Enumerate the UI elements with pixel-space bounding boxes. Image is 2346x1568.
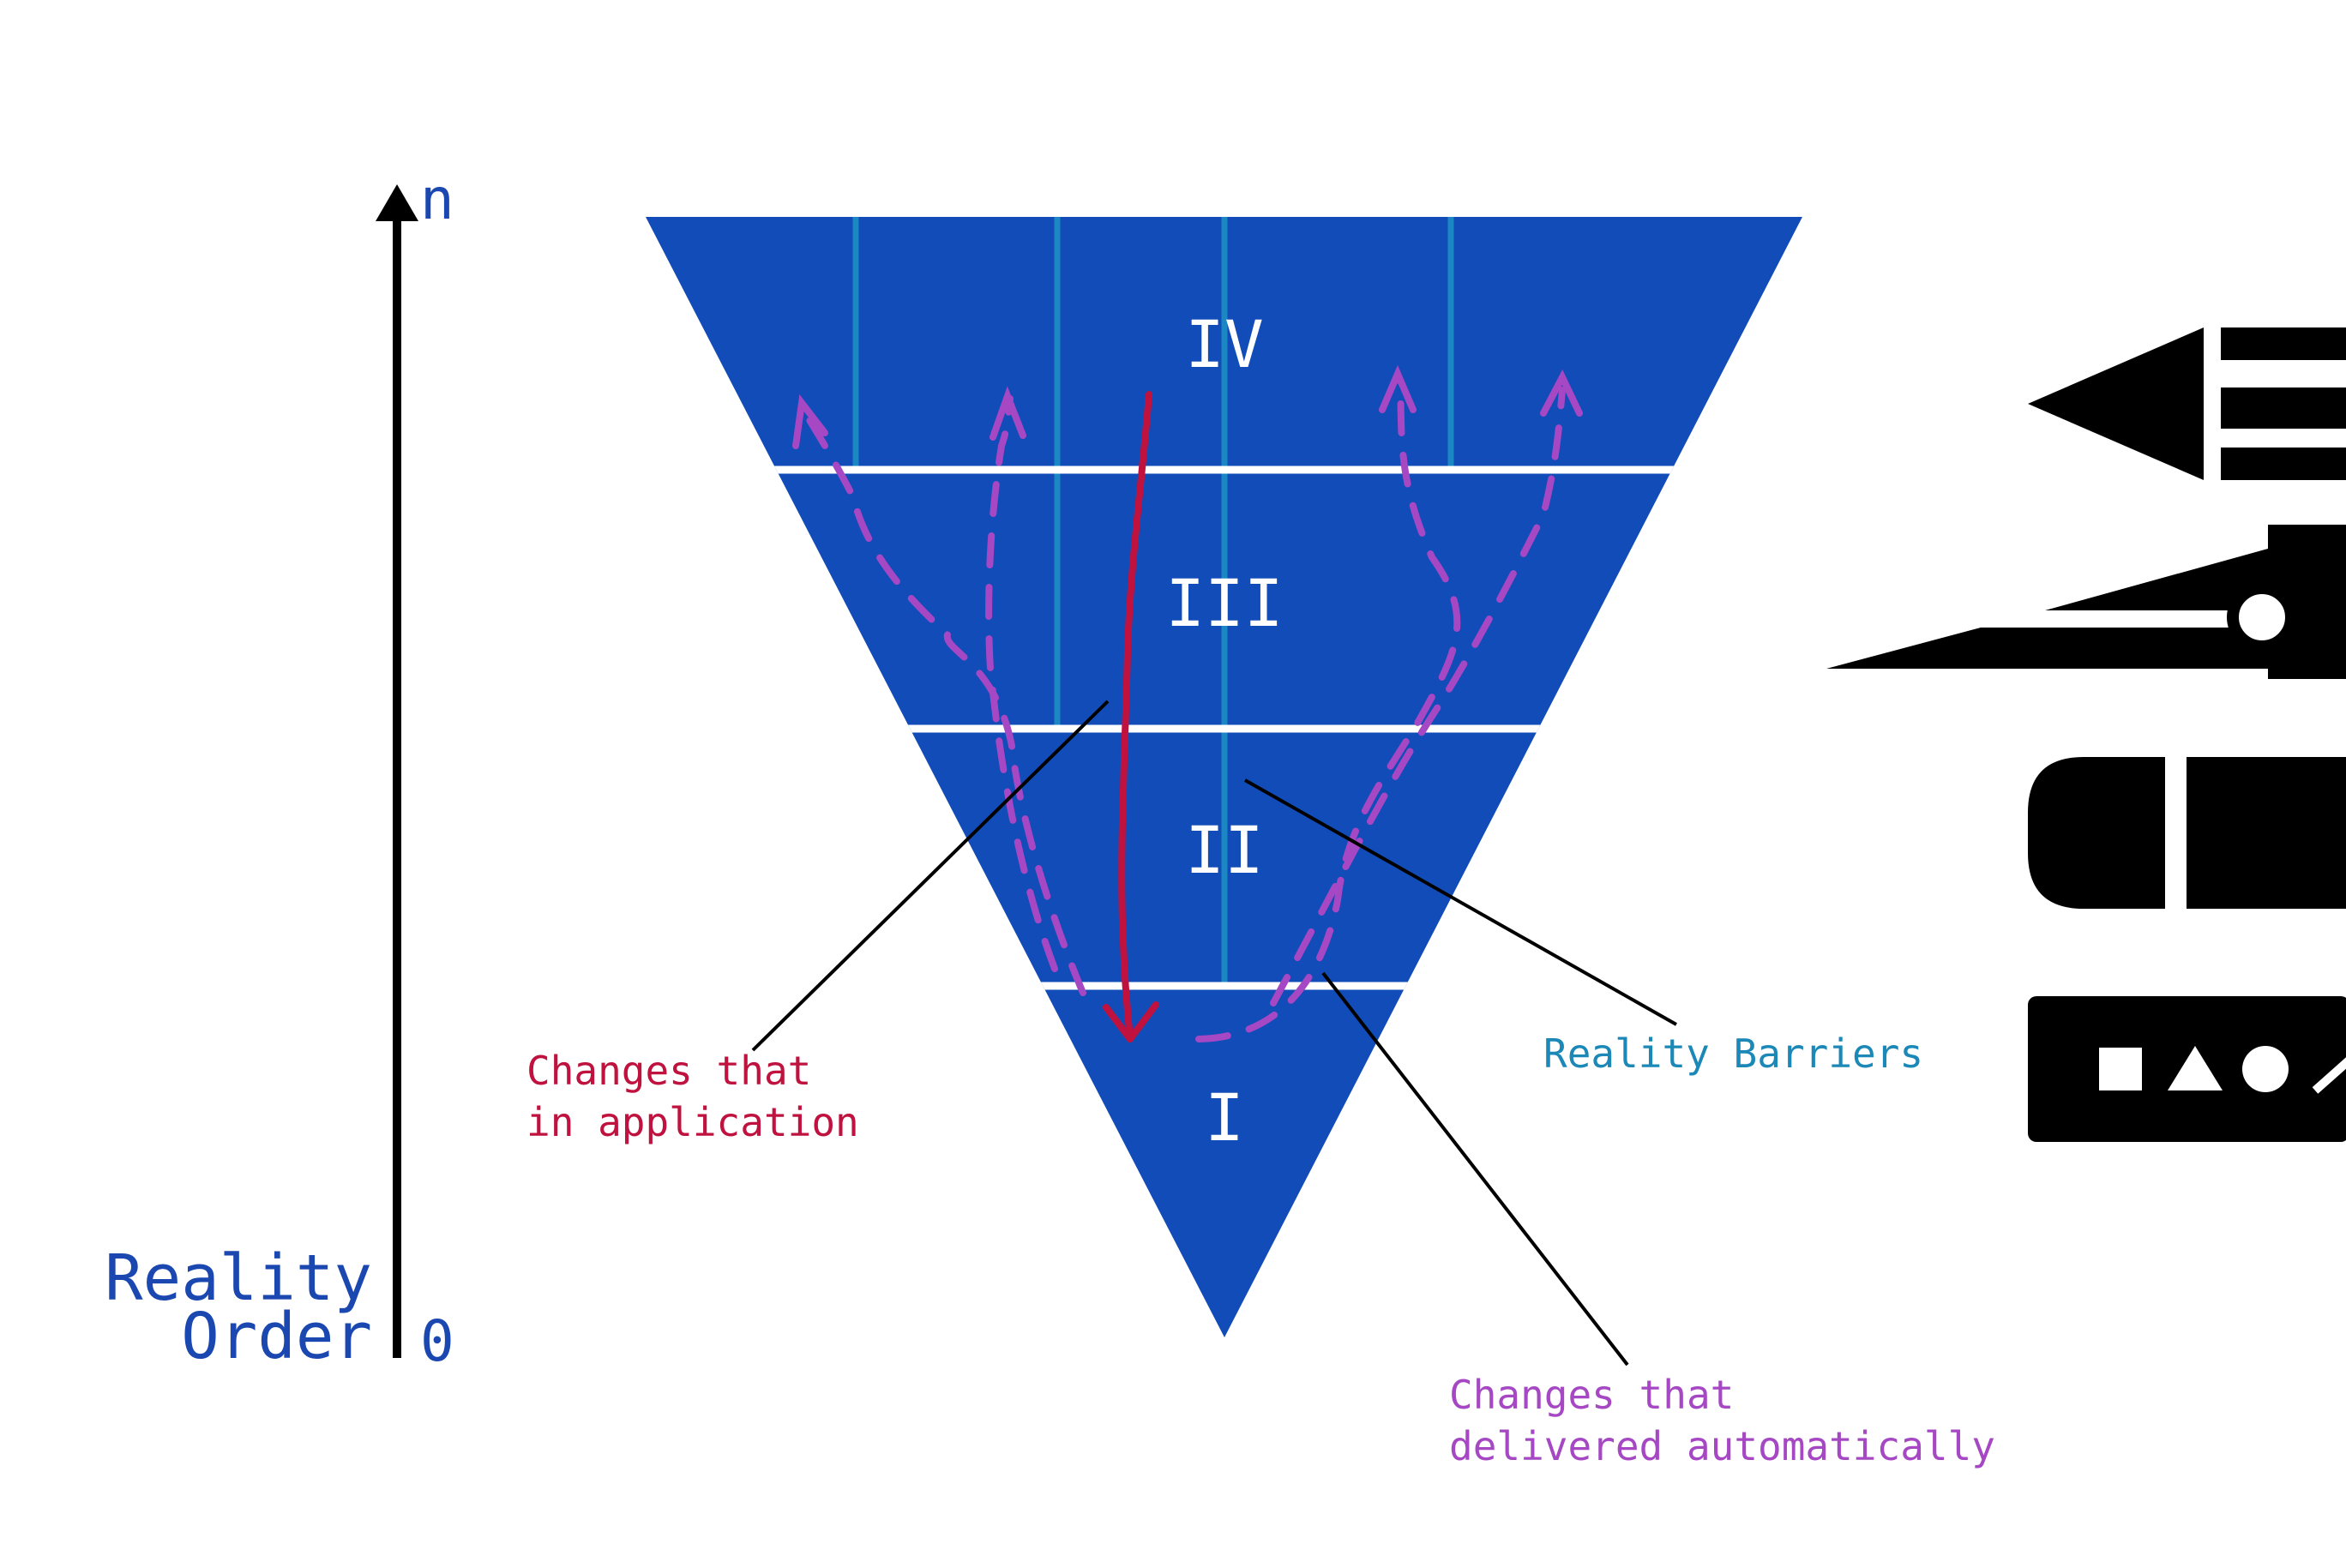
application-change-arrow: [1103, 391, 1159, 1042]
square-shape-icon: [2099, 1048, 2142, 1090]
automatic-change-paths: [792, 364, 1583, 1042]
purple-arrowhead-icon: [1379, 364, 1417, 413]
circle-shape-icon: [2242, 1046, 2289, 1092]
pen-nib-bar: [2221, 448, 2346, 480]
leader-line-purple: [1321, 971, 1629, 1367]
axis-bottom-label: 0: [420, 1308, 454, 1374]
reality-triangle: IV III II I: [646, 217, 1802, 1337]
purple-dashed-path: [798, 404, 1086, 996]
eraser-head: [2028, 757, 2165, 909]
annotation-purple-line-1: Changes that: [1449, 1372, 1734, 1418]
triangle-shape-icon: [2168, 1046, 2223, 1090]
red-arrow-path: [1118, 391, 1152, 1042]
red-arrowhead-icon: [1103, 1001, 1159, 1042]
purple-dashed-path: [1270, 387, 1566, 1006]
purple-dashed-path: [1195, 378, 1461, 1042]
purple-dashed-path: [985, 395, 1058, 972]
line-shape-icon: [2312, 1057, 2346, 1094]
annotation-reality-barriers: Reality Barriers: [1543, 1030, 1923, 1077]
axis-arrowhead-icon: [376, 184, 418, 221]
reality-barriers: [852, 217, 1454, 986]
leader-lines: [751, 700, 1677, 1367]
purple-arrowhead-icon: [1540, 369, 1583, 417]
cutter-upper-blade: [2045, 549, 2268, 610]
leader-line-red: [751, 700, 1110, 1052]
annotations: Changes that in application Reality Barr…: [526, 1030, 1995, 1469]
cutter-knife-icon: [1826, 525, 2346, 679]
purple-arrowhead-icon: [792, 394, 828, 449]
tool-icons: [1826, 327, 2346, 1142]
level-label-iv: IV: [1185, 306, 1264, 382]
eraser-icon: [2028, 757, 2346, 909]
pen-nib-bar: [2221, 327, 2346, 360]
leader-line-teal: [1244, 778, 1677, 1026]
eraser-body: [2187, 757, 2346, 909]
annotation-red-line-1: Changes that: [526, 1048, 811, 1094]
axis-top-label: n: [420, 166, 454, 232]
pen-nib-tip: [2028, 327, 2204, 480]
reality-order-axis: n 0 Reality Order: [105, 166, 454, 1374]
shapes-tool-icon: [2028, 996, 2346, 1142]
annotation-purple-line-2: delivered automatically: [1449, 1423, 1995, 1469]
axis-title-line-1: Reality: [105, 1241, 372, 1315]
purple-arrowhead-icon: [990, 386, 1026, 441]
axis-title-line-2: Order: [181, 1300, 372, 1373]
cutter-blade: [1826, 628, 2268, 669]
level-label-i: I: [1205, 1079, 1244, 1156]
annotation-red-line-2: in application: [526, 1099, 859, 1145]
pen-nib-bar: [2221, 387, 2346, 429]
level-label-ii: II: [1185, 812, 1264, 888]
pen-nib-icon: [2028, 327, 2346, 480]
cutter-pivot-circle: [2227, 582, 2297, 652]
level-label-iii: III: [1165, 565, 1283, 641]
